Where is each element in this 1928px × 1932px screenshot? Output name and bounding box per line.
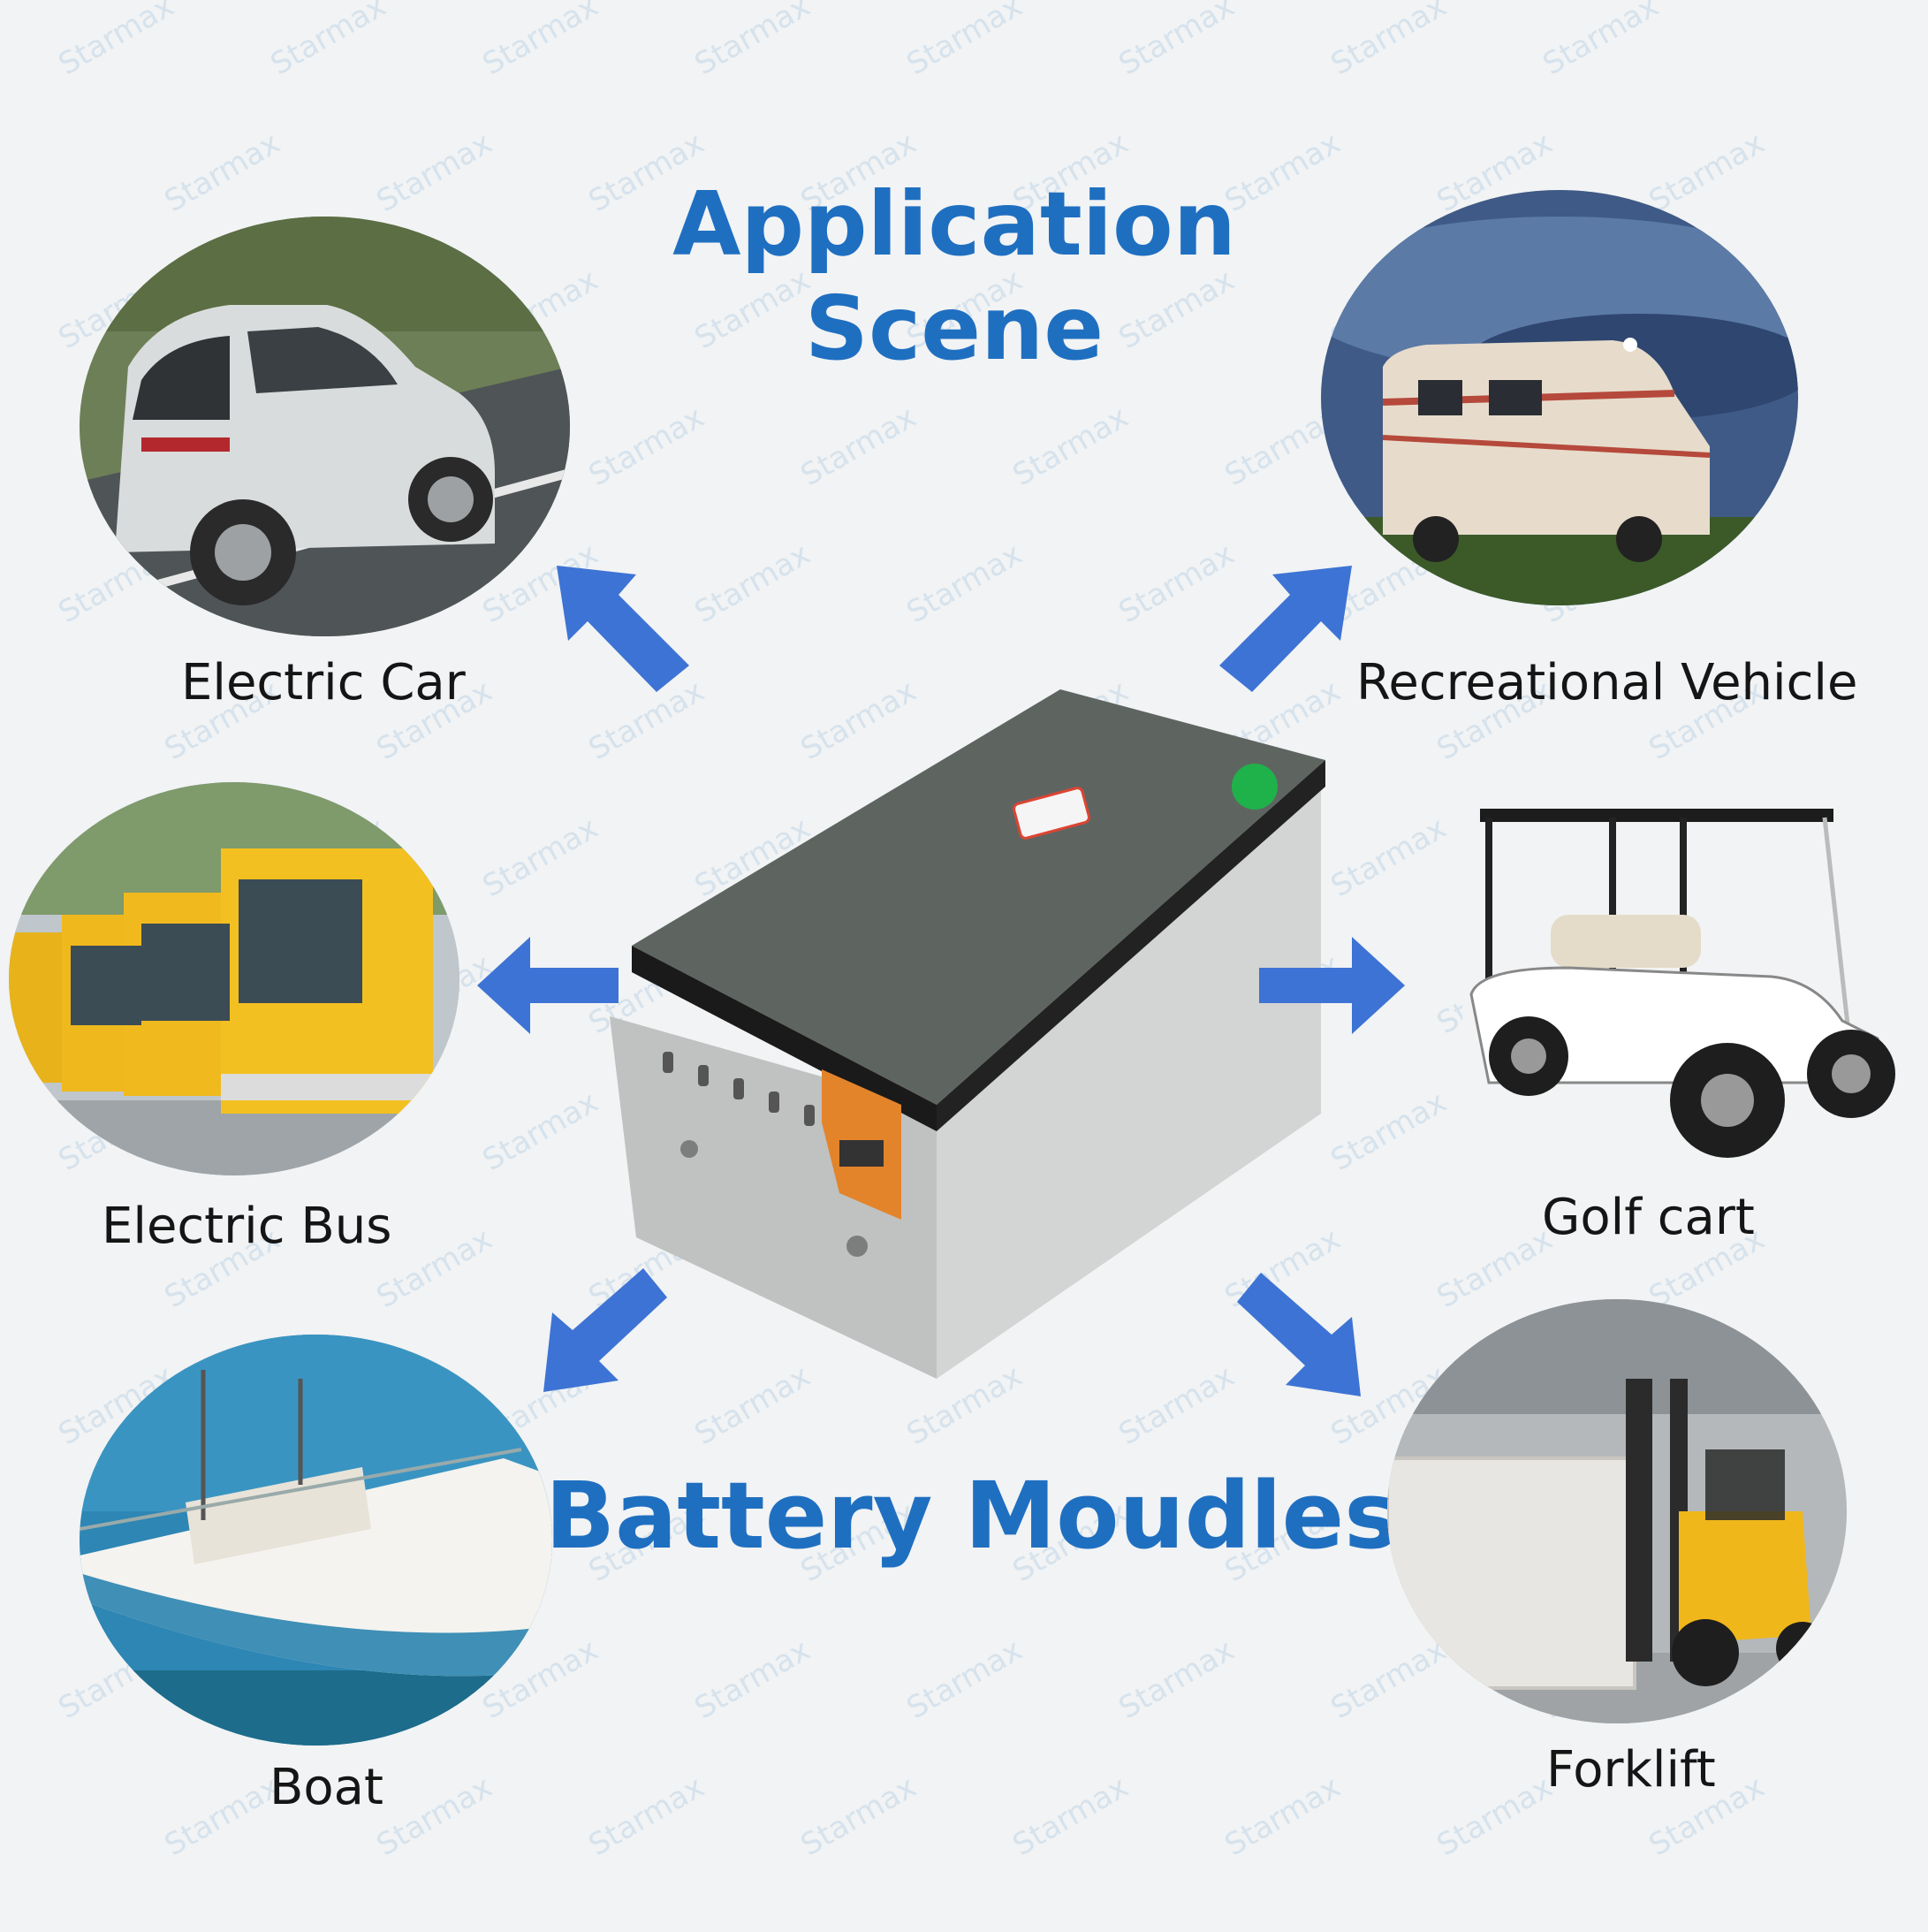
watermark-text: Starmax (1537, 0, 1665, 83)
arrow-to-golf-cart (1255, 932, 1409, 1038)
electric-bus-photo (9, 782, 459, 1175)
watermark-text: Starmax (370, 125, 498, 220)
watermark-text: Starmax (476, 810, 604, 905)
arrow-to-recreational-vehicle (1215, 561, 1356, 694)
boat-photo (80, 1335, 552, 1746)
watermark-text: Starmax (900, 1632, 1029, 1727)
watermark-text: Starmax (1218, 1768, 1347, 1864)
watermark-text: Starmax (264, 0, 392, 83)
watermark-text: Starmax (794, 399, 922, 494)
arrow-to-boat (539, 1264, 672, 1396)
watermark-text: Starmax (900, 0, 1029, 83)
recreational-vehicle-label: Recreational Vehicle (1356, 654, 1858, 711)
arrow-to-electric-bus (473, 932, 623, 1038)
page-title: Application Scene (619, 172, 1290, 381)
watermark-text: Starmax (1325, 1084, 1453, 1179)
watermark-text: Starmax (1112, 1632, 1241, 1727)
title-line-2: Scene (804, 277, 1104, 380)
arrow-to-electric-car (552, 561, 694, 694)
watermark-text: Starmax (900, 536, 1029, 631)
watermark-text: Starmax (688, 536, 816, 631)
electric-car-photo (80, 217, 570, 636)
arrow-to-forklift (1233, 1268, 1365, 1401)
rv-photo (1321, 190, 1798, 605)
golf-cart-label: Golf cart (1542, 1189, 1755, 1246)
watermark-text: Starmax (688, 1632, 816, 1727)
watermark-text: Starmax (582, 1768, 710, 1864)
watermark-text: Starmax (1325, 0, 1453, 83)
watermark-text: Starmax (476, 1084, 604, 1179)
watermark-text: Starmax (582, 399, 710, 494)
watermark-text: Starmax (1431, 1768, 1559, 1864)
watermark-text: Starmax (688, 0, 816, 83)
battery-modules-subtitle: Battery Moudles (544, 1462, 1400, 1570)
watermark-text: Starmax (1006, 1768, 1135, 1864)
title-line-1: Application (672, 172, 1236, 276)
watermark-text: Starmax (1643, 125, 1771, 220)
watermark-text: Starmax (1006, 399, 1135, 494)
electric-car-label: Electric Car (181, 654, 466, 711)
battery-module-image (601, 689, 1325, 1388)
watermark-text: Starmax (158, 125, 286, 220)
watermark-text: Starmax (1112, 0, 1241, 83)
forklift-label: Forklift (1546, 1741, 1716, 1799)
electric-bus-label: Electric Bus (102, 1198, 392, 1255)
watermark-text: Starmax (158, 1768, 286, 1864)
watermark-text: Starmax (476, 0, 604, 83)
watermark-text: Starmax (1325, 1632, 1453, 1727)
forklift-photo (1387, 1299, 1847, 1723)
watermark-text: Starmax (1325, 810, 1453, 905)
watermark-text: Starmax (52, 0, 180, 83)
watermark-text: Starmax (794, 1768, 922, 1864)
watermark-text: Starmax (370, 1768, 498, 1864)
watermark-text: Starmax (1431, 1221, 1559, 1316)
golf-cart-photo (1462, 791, 1904, 1180)
boat-label: Boat (269, 1759, 383, 1816)
